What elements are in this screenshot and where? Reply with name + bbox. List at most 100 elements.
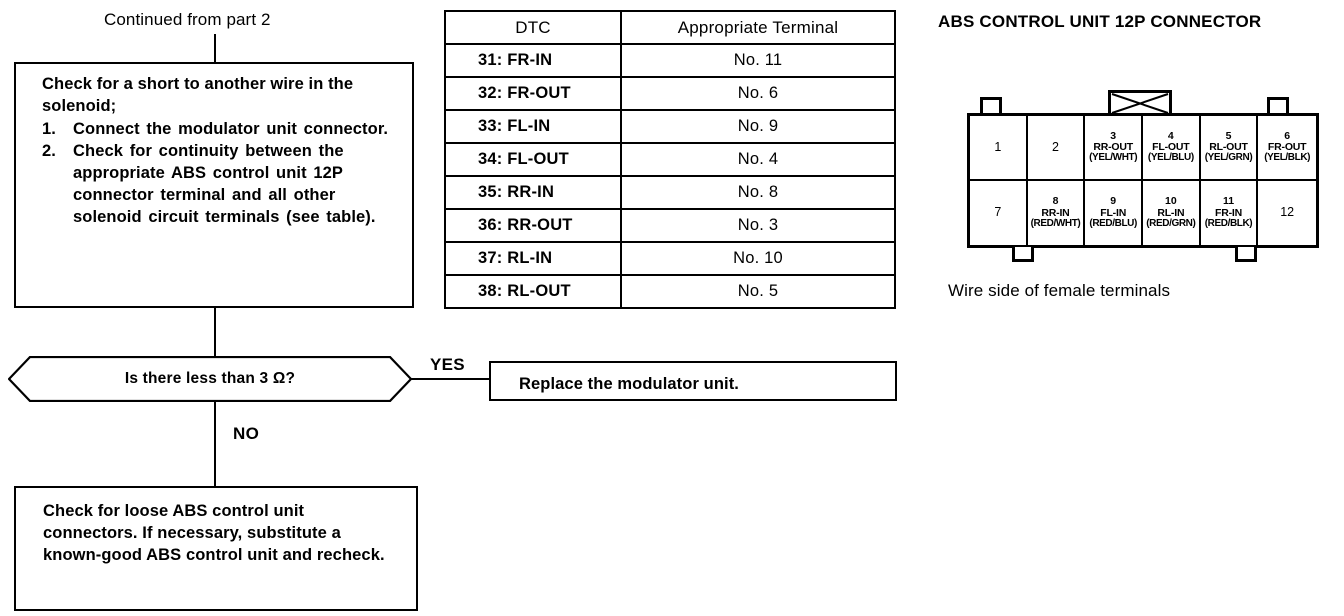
- connector-line-top: [214, 34, 216, 62]
- connector-pin-7: 7: [970, 180, 1028, 245]
- table-header-row: DTC Appropriate Terminal: [444, 10, 896, 45]
- step-text: Connect the modulator unit connector.: [73, 119, 389, 138]
- connector-line-box-to-decision: [214, 308, 216, 358]
- pin-number: 6: [1284, 129, 1291, 142]
- connector-locking-tab: [1108, 90, 1172, 114]
- connector-title: ABS CONTROL UNIT 12P CONNECTOR: [938, 12, 1262, 31]
- connector-pin-3: 3 RR-OUT (YEL/WHT): [1085, 116, 1143, 181]
- connector-pin-5: 5 RL-OUT (YEL/GRN): [1200, 116, 1259, 181]
- cell-terminal: No. 6: [620, 76, 896, 111]
- cell-dtc: 37: RL-IN: [444, 241, 622, 276]
- connector-pin-grid: 1 2 3 RR-OUT (YEL/WHT) 4 FL-OUT (YEL/BLU…: [967, 113, 1319, 248]
- decision-diamond-shape: [8, 356, 412, 402]
- cross-hatch-icon: [1111, 93, 1169, 114]
- column-header-dtc: DTC: [444, 10, 622, 45]
- pin-signal: FR-IN: [1214, 206, 1242, 219]
- cell-terminal: No. 9: [620, 109, 896, 144]
- pin-number: 7: [994, 205, 1002, 220]
- table-row: 32: FR-OUT No. 6: [444, 76, 896, 111]
- pin-number: 8: [1052, 195, 1059, 208]
- table-row: 33: FL-IN No. 9: [444, 109, 896, 144]
- connector-pin-4: 4 FL-OUT (YEL/BLU): [1143, 116, 1201, 181]
- pin-number: 2: [1052, 139, 1059, 154]
- check-short-heading: Check for a short to another wire in the…: [42, 75, 354, 115]
- table-row: 38: RL-OUT No. 5: [444, 274, 896, 309]
- decision-diamond: Is there less than 3 Ω?: [8, 356, 412, 402]
- cell-terminal: No. 11: [620, 43, 896, 78]
- connector-tab-top-right: [1267, 97, 1289, 114]
- connector-pin-8: 8 RR-IN (RED/WHT): [1028, 180, 1086, 245]
- continued-from-label: Continued from part 2: [104, 10, 271, 29]
- connector-tab-bottom-right: [1235, 247, 1257, 262]
- connector-pin-6: 6 FR-OUT (YEL/BLK): [1258, 116, 1316, 181]
- pin-number: 9: [1110, 195, 1117, 208]
- step-number: 1.: [42, 119, 56, 138]
- connector-pin-11: 11 FR-IN (RED/BLK): [1201, 180, 1259, 245]
- pin-number: 5: [1225, 129, 1232, 142]
- cell-terminal: No. 8: [620, 175, 896, 210]
- check-short-box: Check for a short to another wire in the…: [14, 62, 414, 308]
- table-row: 34: FL-OUT No. 4: [444, 142, 896, 177]
- connector-tab-top-left: [980, 97, 1002, 114]
- dtc-terminal-table: DTC Appropriate Terminal 31: FR-IN No. 1…: [444, 10, 896, 309]
- step-number: 2.: [42, 142, 56, 161]
- connector-pin-1: 1: [970, 116, 1028, 181]
- cell-dtc: 38: RL-OUT: [444, 274, 622, 309]
- pin-number: 4: [1167, 129, 1174, 142]
- replace-modulator-text: Replace the modulator unit.: [519, 375, 739, 393]
- connector-diagram: 1 2 3 RR-OUT (YEL/WHT) 4 FL-OUT (YEL/BLU…: [960, 88, 1326, 264]
- cell-dtc: 34: FL-OUT: [444, 142, 622, 177]
- pin-wire-color: (RED/BLU): [1089, 217, 1137, 229]
- list-item: 2. Check for continuity between the appr…: [42, 141, 400, 228]
- cell-terminal: No. 5: [620, 274, 896, 309]
- cell-dtc: 36: RR-OUT: [444, 208, 622, 243]
- pin-number: 3: [1110, 129, 1117, 142]
- table-row: 31: FR-IN No. 11: [444, 43, 896, 78]
- pin-number: 10: [1164, 195, 1177, 208]
- cell-terminal: No. 3: [620, 208, 896, 243]
- cell-dtc: 31: FR-IN: [444, 43, 622, 78]
- cell-terminal: No. 10: [620, 241, 896, 276]
- pin-wire-color: (RED/BLK): [1204, 217, 1253, 229]
- column-header-terminal: Appropriate Terminal: [620, 10, 896, 45]
- step-text: Check for continuity between the appropr…: [73, 142, 376, 226]
- loose-connectors-box: Check for loose ABS control unit connect…: [14, 486, 418, 611]
- no-label: NO: [233, 424, 260, 443]
- pin-signal: FL-OUT: [1152, 141, 1190, 153]
- no-branch-line: [214, 402, 216, 486]
- connector-pin-2: 2: [1027, 116, 1086, 181]
- replace-modulator-box: Replace the modulator unit.: [489, 361, 897, 401]
- pin-signal: FR-OUT: [1267, 141, 1307, 153]
- cell-dtc: 33: FL-IN: [444, 109, 622, 144]
- pin-wire-color: (YEL/BLU): [1147, 152, 1194, 164]
- pin-number: 12: [1280, 205, 1295, 220]
- pin-signal: FL-IN: [1100, 206, 1127, 219]
- pin-signal: RL-IN: [1157, 206, 1185, 219]
- pin-wire-color: (YEL/BLK): [1264, 152, 1311, 164]
- pin-wire-color: (RED/GRN): [1146, 217, 1196, 229]
- connector-pin-10: 10 RL-IN (RED/GRN): [1143, 180, 1201, 245]
- pin-number: 1: [994, 139, 1002, 154]
- table-row: 37: RL-IN No. 10: [444, 241, 896, 276]
- table-row: 36: RR-OUT No. 3: [444, 208, 896, 243]
- connector-tab-bottom-left: [1012, 247, 1034, 262]
- list-item: 1. Connect the modulator unit connector.: [42, 119, 400, 141]
- table-row: 35: RR-IN No. 8: [444, 175, 896, 210]
- connector-caption: Wire side of female terminals: [948, 281, 1171, 300]
- decision-question: Is there less than 3 Ω?: [124, 370, 296, 387]
- yes-branch-line: [410, 378, 490, 380]
- pin-wire-color: (YEL/WHT): [1089, 152, 1138, 164]
- pin-signal: RR-IN: [1041, 206, 1070, 219]
- cell-terminal: No. 4: [620, 142, 896, 177]
- connector-pin-9: 9 FL-IN (RED/BLU): [1085, 180, 1143, 245]
- pin-wire-color: (RED/WHT): [1030, 217, 1081, 229]
- connector-pin-12: 12: [1258, 181, 1316, 246]
- pin-signal: RR-OUT: [1093, 141, 1133, 153]
- check-short-steps: 1. Connect the modulator unit connector.…: [42, 119, 400, 229]
- pin-number: 11: [1222, 195, 1235, 208]
- pin-wire-color: (YEL/GRN): [1204, 152, 1253, 164]
- yes-label: YES: [430, 355, 465, 374]
- cell-dtc: 35: RR-IN: [444, 175, 622, 210]
- pin-signal: RL-OUT: [1209, 141, 1248, 153]
